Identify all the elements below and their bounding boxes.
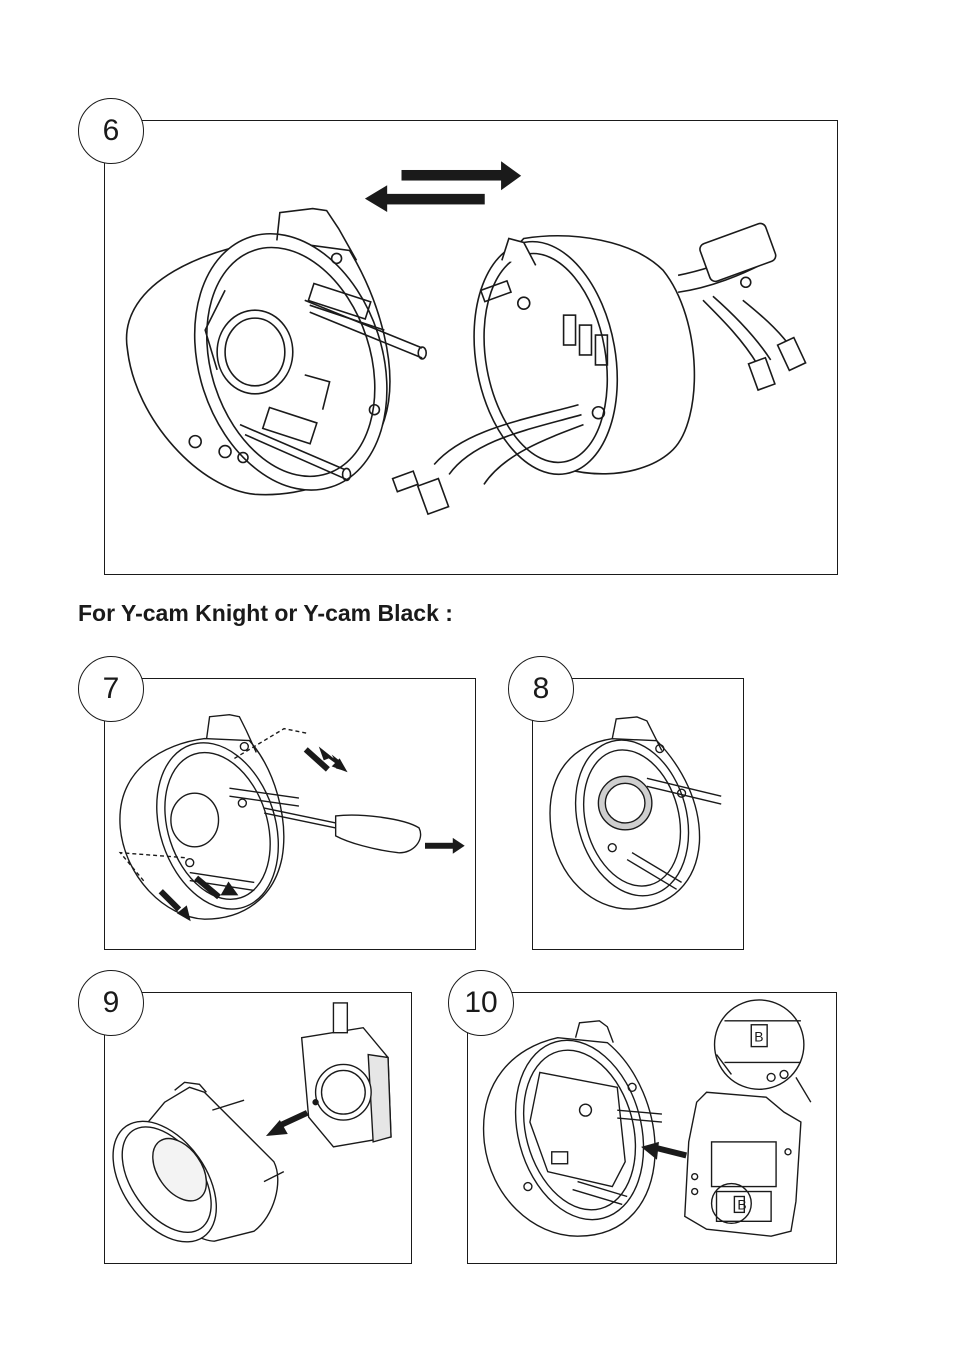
step-7-badge: 7 xyxy=(78,656,144,722)
step-9-badge: 9 xyxy=(78,970,144,1036)
step-9-panel xyxy=(104,992,412,1264)
section-heading: For Y-cam Knight or Y-cam Black : xyxy=(78,600,453,627)
tube-housing xyxy=(105,1082,284,1260)
screwdriver xyxy=(264,808,420,853)
mount-housing xyxy=(120,715,299,925)
insert-arrow xyxy=(266,1110,309,1136)
step-6-badge: 6 xyxy=(78,98,144,164)
mount-housing-with-board xyxy=(484,1021,663,1236)
mount-housing-left xyxy=(127,209,427,516)
step-9-number: 9 xyxy=(103,986,120,1020)
circuit-board: B xyxy=(685,1092,801,1236)
camera-module xyxy=(302,1003,391,1147)
step-10-illustration: B B xyxy=(468,993,836,1263)
step-10-number: 10 xyxy=(464,986,497,1020)
magnified-detail: B xyxy=(715,1000,811,1102)
step-7-illustration xyxy=(105,679,475,949)
magnified-label: B xyxy=(754,1029,763,1045)
step-6-illustration xyxy=(105,121,837,574)
step-8-number: 8 xyxy=(533,672,550,706)
camera-dome-right xyxy=(393,222,806,514)
mount-housing xyxy=(550,717,721,909)
step-7-panel xyxy=(104,678,476,950)
step-6-number: 6 xyxy=(103,114,120,148)
step-8-illustration xyxy=(533,679,743,949)
step-8-panel xyxy=(532,678,744,950)
board-label: B xyxy=(737,1196,746,1212)
step-8-badge: 8 xyxy=(508,656,574,722)
step-10-badge: 10 xyxy=(448,970,514,1036)
step-7-number: 7 xyxy=(103,672,120,706)
slide-arrows xyxy=(366,163,519,211)
step-9-illustration xyxy=(105,993,411,1263)
step-10-panel: B B xyxy=(467,992,837,1264)
step-6-panel xyxy=(104,120,838,575)
